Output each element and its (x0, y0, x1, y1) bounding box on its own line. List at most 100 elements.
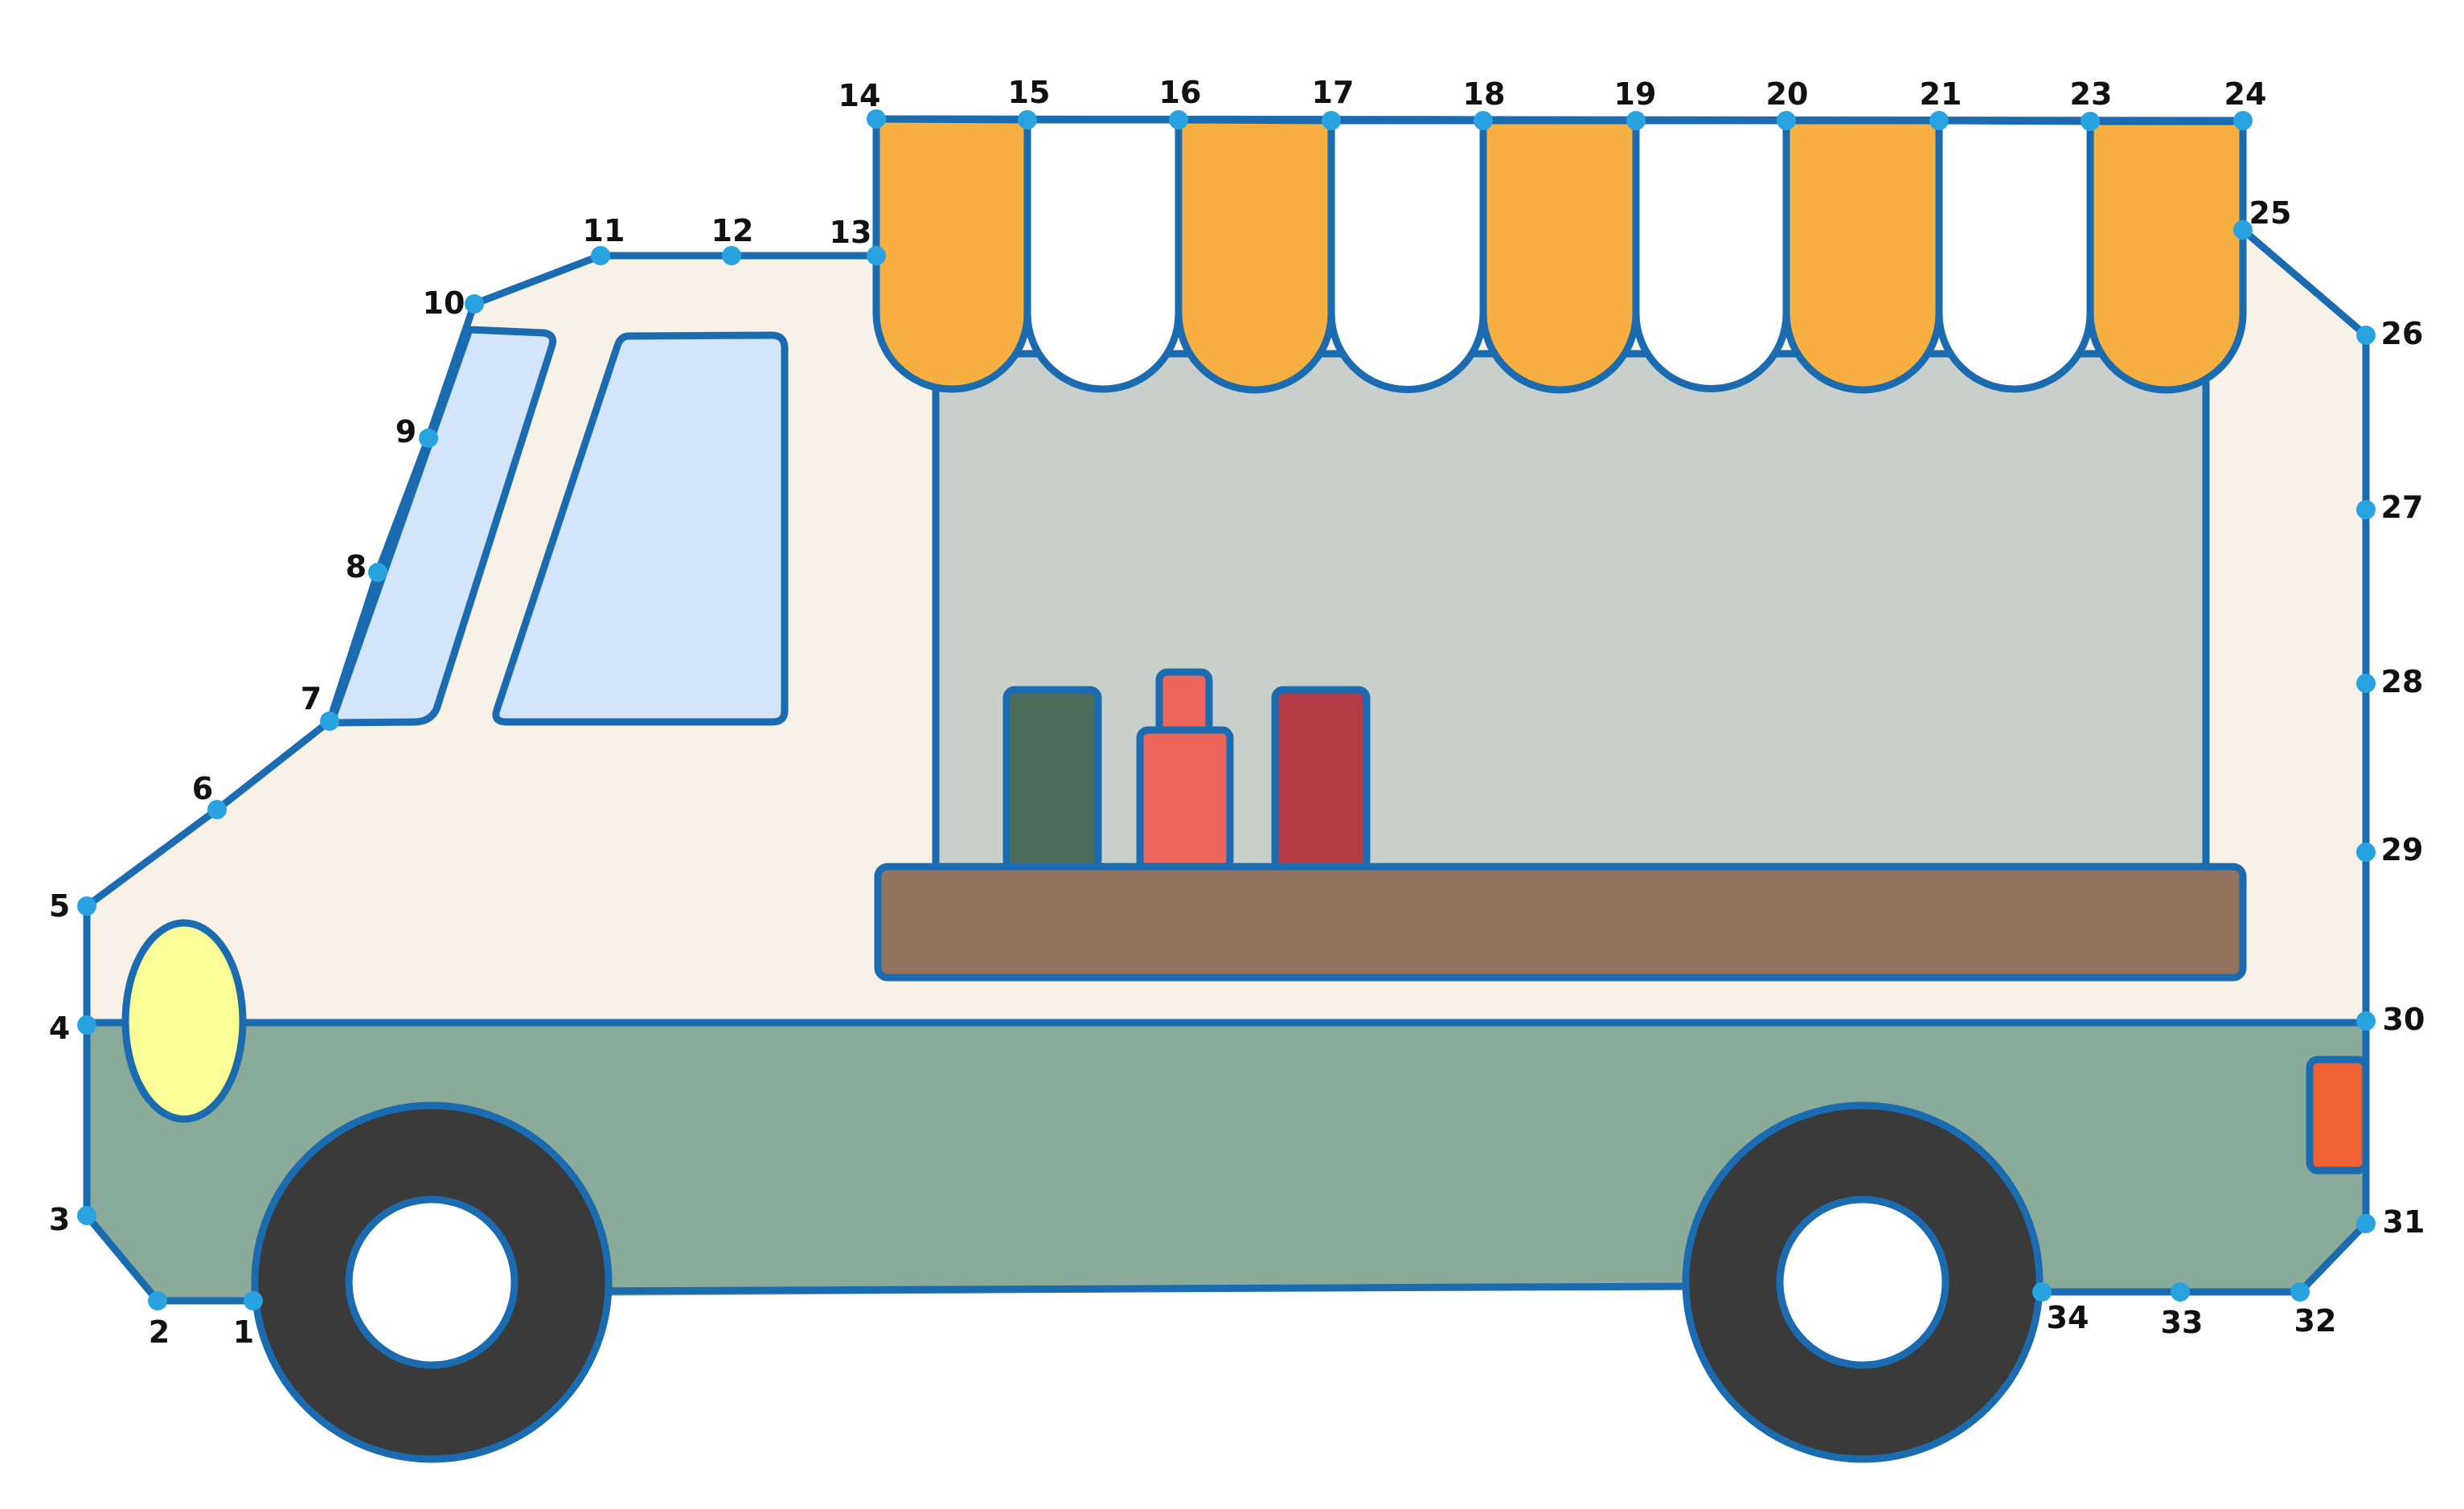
dot-marker (867, 246, 886, 265)
dot-label: 29 (2381, 832, 2424, 867)
dot-marker (722, 246, 741, 265)
dot-point: 21 (1920, 76, 1962, 130)
bottles (1002, 668, 1371, 872)
dot-label: 17 (1312, 75, 1355, 110)
dot-marker (2032, 1282, 2052, 1302)
awning (872, 115, 2247, 394)
dot-marker (591, 246, 610, 265)
dot-label: 20 (1766, 76, 1809, 112)
dot-marker (368, 563, 387, 582)
serving-window (932, 350, 2210, 872)
headlight (121, 919, 247, 1123)
dot-point: 34 (2032, 1282, 2089, 1335)
dot-marker (2356, 500, 2376, 519)
dot-point: 14 (838, 78, 886, 129)
dot-label: 33 (2161, 1305, 2204, 1340)
dot-marker (2356, 1011, 2376, 1031)
dot-point: 32 (2290, 1282, 2336, 1339)
dot-label: 4 (49, 1011, 70, 1046)
dot-label: 10 (423, 285, 465, 321)
dot-marker (77, 896, 96, 916)
dot-label: 2 (149, 1314, 170, 1350)
dot-label: 21 (1920, 76, 1962, 112)
green-bottle (1002, 686, 1102, 872)
truck-underside (578, 1282, 1697, 1295)
dot-point: 16 (1159, 75, 1201, 129)
dot-point: 6 (192, 771, 227, 819)
dot-point: 5 (49, 888, 96, 924)
dark-red-bottle (1271, 686, 1371, 872)
dot-label: 11 (583, 213, 625, 248)
dot-point: 28 (2356, 664, 2423, 699)
counter (874, 863, 2247, 982)
dot-label: 32 (2294, 1303, 2337, 1339)
dot-point: 30 (2356, 1002, 2425, 1037)
dot-point: 31 (2356, 1204, 2425, 1240)
dot-marker (320, 711, 339, 731)
dot-point: 10 (423, 285, 484, 321)
dot-marker (1018, 110, 1037, 129)
dot-point: 24 (2224, 76, 2267, 130)
dot-label: 6 (192, 771, 213, 806)
dot-point: 19 (1614, 76, 1657, 130)
dot-marker (1474, 111, 1493, 130)
dot-point: 11 (583, 213, 625, 265)
dot-label: 26 (2381, 316, 2424, 351)
dot-point: 4 (49, 1011, 96, 1046)
dot-label: 31 (2383, 1204, 2425, 1240)
dot-point: 29 (2356, 832, 2423, 867)
dot-marker (1777, 111, 1796, 130)
dot-label: 1 (233, 1314, 254, 1350)
front-wheel (251, 1101, 613, 1463)
dot-marker (2171, 1282, 2190, 1302)
dot-marker (207, 800, 227, 819)
dot-point: 3 (49, 1202, 96, 1237)
dot-label: 9 (396, 414, 416, 449)
dot-marker (2356, 674, 2376, 693)
awning-stripe (1023, 116, 1183, 393)
taillight (2306, 1056, 2370, 1175)
dot-marker (2356, 326, 2376, 345)
awning-stripe (1327, 117, 1487, 393)
dot-label: 19 (1614, 76, 1657, 112)
rear-hub (1776, 1195, 1949, 1369)
dot-marker (77, 1015, 96, 1035)
dot-point: 9 (396, 414, 438, 449)
dot-point: 15 (1008, 75, 1050, 129)
dot-marker (1626, 111, 1646, 130)
awning-stripe (2086, 117, 2247, 394)
dot-marker (419, 429, 438, 448)
red-bottle (1136, 726, 1234, 872)
dot-label: 5 (49, 888, 70, 924)
rear-wheel (1682, 1101, 2044, 1463)
dot-point: 33 (2161, 1282, 2204, 1340)
dot-marker (867, 109, 886, 129)
dot-label: 28 (2381, 664, 2424, 699)
dot-label: 25 (2249, 195, 2292, 231)
dot-point: 20 (1766, 76, 1809, 130)
awning-stripe (1782, 117, 1943, 394)
dot-point: 2 (148, 1291, 170, 1350)
awning-stripe (1935, 117, 2094, 393)
awning-stripe (1632, 117, 1790, 392)
dot-point: 25 (2233, 195, 2291, 240)
dot-marker (1169, 110, 1188, 129)
dot-label: 27 (2381, 490, 2424, 525)
dot-marker (244, 1291, 263, 1310)
dot-point: 18 (1463, 76, 1506, 130)
dot-label: 18 (1463, 76, 1506, 112)
dot-label: 23 (2070, 76, 2113, 112)
dot-point: 17 (1312, 75, 1355, 130)
dot-point: 23 (2070, 76, 2113, 131)
side-window (492, 331, 789, 726)
dot-point: 1 (233, 1291, 263, 1350)
dot-marker (2081, 112, 2100, 131)
dot-point: 26 (2356, 316, 2423, 351)
dot-marker (1929, 111, 1949, 130)
dot-marker (2356, 1214, 2376, 1233)
dot-label: 8 (346, 549, 367, 584)
dot-label: 14 (838, 78, 881, 113)
dot-label: 24 (2224, 76, 2267, 112)
dot-marker (148, 1291, 167, 1310)
dot-label: 30 (2383, 1002, 2425, 1037)
